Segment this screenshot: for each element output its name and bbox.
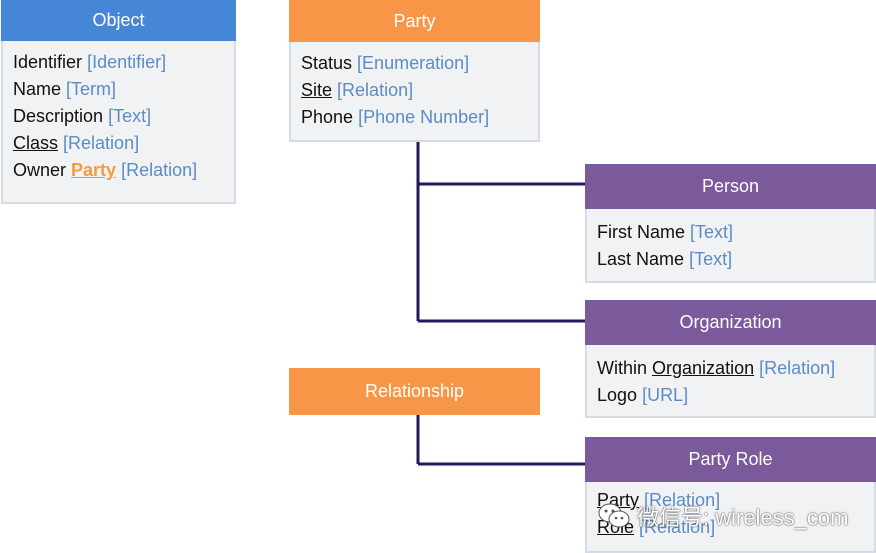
person-row-last-name: Last Name [Text] bbox=[597, 246, 864, 273]
relationship-header: Relationship bbox=[289, 368, 540, 415]
object-body: Identifier [Identifier] Name [Term] Desc… bbox=[1, 41, 236, 204]
party-role-row-party: Party [Relation] bbox=[597, 487, 864, 514]
object-row-type: [Term] bbox=[66, 79, 117, 99]
object-header: Object bbox=[1, 0, 236, 41]
person-body: First Name [Text] Last Name [Text] bbox=[585, 209, 876, 283]
person-row-label: First Name bbox=[597, 222, 686, 242]
party-row-status: Status [Enumeration] bbox=[301, 50, 528, 77]
object-row-label: Identifier bbox=[13, 52, 83, 72]
party-role-row-label: Party bbox=[597, 490, 640, 510]
organization-box: Organization Within Organization [Relati… bbox=[585, 300, 876, 418]
person-row-type: [Text] bbox=[690, 222, 734, 242]
organization-body: Within Organization [Relation] Logo [URL… bbox=[585, 345, 876, 418]
party-row-phone: Phone [Phone Number] bbox=[301, 104, 528, 131]
party-row-site: Site [Relation] bbox=[301, 77, 528, 104]
party-body: Status [Enumeration] Site [Relation] Pho… bbox=[289, 42, 540, 142]
object-row-label: Owner bbox=[13, 160, 67, 180]
party-role-row-type: [Relation] bbox=[644, 490, 721, 510]
object-row-type: [Relation] bbox=[121, 160, 198, 180]
party-row-label: Status bbox=[301, 53, 353, 73]
relationship-box: Relationship bbox=[289, 368, 540, 415]
object-row-type: [Identifier] bbox=[87, 52, 167, 72]
organization-row-within: Within Organization [Relation] bbox=[597, 355, 864, 382]
within-organization-link[interactable]: Organization bbox=[652, 358, 755, 378]
party-row-type: [Phone Number] bbox=[358, 107, 490, 127]
object-row-label: Class bbox=[13, 133, 59, 153]
party-box: Party Status [Enumeration] Site [Relatio… bbox=[289, 0, 540, 142]
object-row-owner: Owner Party [Relation] bbox=[13, 157, 224, 184]
party-role-box: Party Role Party [Relation] Role [Relati… bbox=[585, 437, 876, 553]
party-row-label: Site bbox=[301, 80, 333, 100]
owner-party-link[interactable]: Party bbox=[71, 160, 117, 180]
organization-row-type: [Relation] bbox=[759, 358, 836, 378]
object-box: Object Identifier [Identifier] Name [Ter… bbox=[1, 0, 236, 204]
person-box: Person First Name [Text] Last Name [Text… bbox=[585, 164, 876, 283]
organization-row-type: [URL] bbox=[642, 385, 689, 405]
organization-header: Organization bbox=[585, 300, 876, 345]
object-row-name: Name [Term] bbox=[13, 76, 224, 103]
party-role-row-type: [Relation] bbox=[639, 517, 716, 537]
person-row-type: [Text] bbox=[689, 249, 733, 269]
object-row-identifier: Identifier [Identifier] bbox=[13, 49, 224, 76]
party-row-type: [Relation] bbox=[337, 80, 414, 100]
object-row-label: Description bbox=[13, 106, 104, 126]
object-row-description: Description [Text] bbox=[13, 103, 224, 130]
person-row-label: Last Name bbox=[597, 249, 685, 269]
organization-row-logo: Logo [URL] bbox=[597, 382, 864, 409]
organization-row-label: Logo bbox=[597, 385, 638, 405]
party-row-type: [Enumeration] bbox=[357, 53, 470, 73]
object-row-class: Class [Relation] bbox=[13, 130, 224, 157]
party-role-header: Party Role bbox=[585, 437, 876, 482]
organization-row-label: Within bbox=[597, 358, 648, 378]
object-row-type: [Text] bbox=[108, 106, 152, 126]
person-row-first-name: First Name [Text] bbox=[597, 219, 864, 246]
party-role-body: Party [Relation] Role [Relation] bbox=[585, 482, 876, 553]
party-header: Party bbox=[289, 0, 540, 42]
party-role-row-label: Role bbox=[597, 517, 635, 537]
party-row-label: Phone bbox=[301, 107, 354, 127]
person-header: Person bbox=[585, 164, 876, 209]
object-row-type: [Relation] bbox=[63, 133, 140, 153]
party-role-row-role: Role [Relation] bbox=[597, 514, 864, 541]
object-row-label: Name bbox=[13, 79, 62, 99]
